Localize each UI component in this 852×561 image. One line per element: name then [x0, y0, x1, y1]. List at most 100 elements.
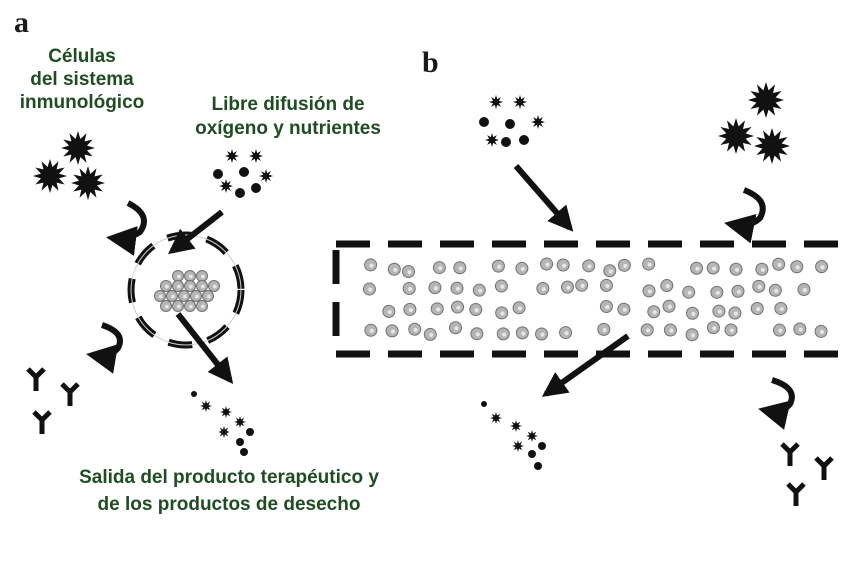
fiber-membrane	[332, 240, 852, 358]
cell-icon	[682, 285, 696, 299]
nutrient-cluster-b	[479, 95, 545, 147]
cell-icon	[496, 327, 510, 341]
cell-icon	[469, 303, 483, 317]
nutrient-dot-icon	[501, 137, 511, 147]
cell-icon	[196, 300, 208, 312]
antibody-icon	[32, 410, 52, 434]
output-label-line-2: de los productos de desecho	[98, 494, 361, 515]
cell-icon	[202, 290, 214, 302]
cell-icon	[154, 290, 166, 302]
immune-label-line-2: del sistema	[30, 69, 134, 90]
cell-icon	[196, 270, 208, 282]
antibodies-a	[26, 367, 80, 434]
cell-icon	[599, 278, 613, 292]
cell-icon	[178, 290, 190, 302]
cell-icon	[750, 302, 764, 316]
cell-icon	[430, 302, 444, 316]
output-arrow-icon	[541, 333, 630, 397]
cell-icon	[428, 281, 442, 295]
product-star-icon	[200, 400, 212, 412]
product-star-icon	[512, 440, 524, 452]
cell-icon	[451, 300, 465, 314]
antibody-icon	[814, 456, 834, 480]
nutrient-star-icon	[485, 133, 499, 147]
cell-icon	[559, 326, 573, 340]
cell-icon	[560, 280, 574, 294]
cell-icon	[724, 323, 738, 337]
product-dot-icon	[481, 401, 487, 407]
cell-icon	[706, 261, 720, 275]
cell-icon	[597, 322, 611, 336]
product-star-icon	[526, 430, 538, 442]
cell-icon	[184, 280, 196, 292]
immune-cells-label: Células del sistema inmunológico	[20, 46, 145, 113]
deflect-arrow-icon	[758, 377, 795, 430]
diffusion-arrow-icon	[513, 164, 574, 232]
cell-icon	[712, 304, 726, 318]
cell-icon	[385, 324, 399, 338]
output-label: Salida del producto terapéutico y de los…	[79, 467, 379, 515]
cell-icon	[814, 324, 828, 338]
immune-cell-star-icon	[754, 128, 790, 164]
cell-icon	[472, 283, 486, 297]
cell-icon	[647, 305, 661, 319]
cell-icon	[774, 301, 788, 315]
cell-icon	[556, 258, 570, 272]
products-cluster-a	[191, 391, 254, 456]
product-star-icon	[220, 406, 232, 418]
cell-icon	[515, 261, 529, 275]
diffusion-arrow-icon	[168, 209, 224, 255]
nutrient-dot-icon	[519, 135, 529, 145]
cell-icon	[535, 327, 549, 341]
immune-cell-star-icon	[71, 166, 105, 200]
cell-icon	[450, 281, 464, 295]
product-star-icon	[234, 416, 246, 428]
cell-icon	[642, 284, 656, 298]
deflect-arrow-icon	[86, 322, 123, 374]
encapsulated-cells	[362, 257, 829, 342]
cell-icon	[685, 328, 699, 342]
nutrient-dot-icon	[505, 119, 515, 129]
nutrient-star-icon	[489, 95, 503, 109]
cell-icon	[642, 257, 656, 271]
product-dot-icon	[236, 438, 244, 446]
cell-icon	[772, 323, 786, 337]
cell-icon	[793, 322, 807, 336]
diffusion-label-line-2: oxígeno y nutrientes	[195, 118, 381, 139]
cell-icon	[662, 299, 676, 313]
nutrient-star-icon	[225, 149, 239, 163]
cell-icon	[190, 290, 202, 302]
products-cluster-b	[481, 401, 546, 470]
product-dot-icon	[538, 442, 546, 450]
cell-icon	[208, 280, 220, 292]
cell-icon	[402, 282, 416, 296]
panel-b: b	[332, 46, 852, 506]
nutrient-star-icon	[513, 95, 527, 109]
output-arrow-icon	[175, 312, 234, 384]
antibody-icon	[26, 367, 46, 391]
cell-icon	[582, 259, 596, 273]
nutrient-star-icon	[249, 149, 263, 163]
cell-icon	[690, 261, 704, 275]
cell-icon	[728, 306, 742, 320]
cell-icon	[790, 260, 804, 274]
nutrient-dot-icon	[213, 169, 223, 179]
cell-icon	[453, 261, 467, 275]
cell-icon	[729, 262, 743, 276]
nutrient-star-icon	[219, 179, 233, 193]
product-dot-icon	[528, 450, 536, 458]
antibody-icon	[780, 442, 800, 466]
product-dot-icon	[191, 391, 197, 397]
cell-icon	[172, 280, 184, 292]
cell-icon	[575, 278, 589, 292]
product-star-icon	[510, 420, 522, 432]
cell-icon	[515, 326, 529, 340]
product-star-icon	[490, 412, 502, 424]
panel-a: a Células del sistema inmunológico Libre…	[14, 6, 381, 515]
product-dot-icon	[240, 448, 248, 456]
cell-icon	[663, 323, 677, 337]
diffusion-label: Libre difusión de oxígeno y nutrientes	[195, 94, 381, 139]
cell-icon	[423, 327, 437, 341]
cell-icon	[512, 301, 526, 315]
